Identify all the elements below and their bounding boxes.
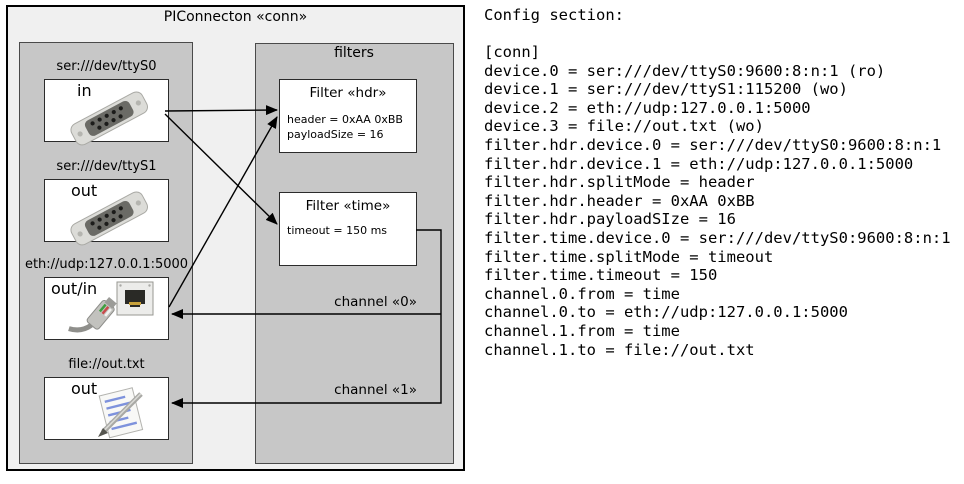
- serial-connector-icon: [70, 91, 148, 146]
- notepad-pen-icon: [98, 387, 144, 439]
- device-uri-label: eth://udp:127.0.0.1:5000: [24, 257, 189, 272]
- device-box-eth: out/in: [44, 277, 169, 340]
- device-port-label: out: [71, 181, 98, 200]
- device-port-label: in: [77, 81, 92, 100]
- device-box-file: out: [44, 377, 169, 440]
- filter-prop: header = 0xAA 0xBB: [287, 113, 403, 126]
- config-text: [conn] device.0 = ser:///dev/ttyS0:9600:…: [484, 43, 951, 359]
- device-box-ttyS0: in: [44, 79, 169, 146]
- channel-0-label: channel «0»: [334, 294, 417, 310]
- ethernet-jack-icon: [68, 281, 154, 333]
- component-title: PIConnecton «conn»: [163, 9, 308, 25]
- filter-prop: payloadSize = 16: [287, 128, 384, 141]
- channel-1-label: channel «1»: [334, 382, 417, 398]
- device-uri-label: file://out.txt: [68, 357, 145, 372]
- serial-connector-icon: [70, 191, 148, 246]
- device-port-label: out/in: [51, 279, 98, 298]
- device-box-ttyS1: out: [44, 179, 169, 246]
- filters-panel-label: filters: [334, 45, 374, 61]
- filter-title: Filter «hdr»: [309, 85, 387, 101]
- config-section-heading: Config section:: [484, 6, 624, 24]
- filter-box-time: Filter «time» timeout = 150 ms: [279, 192, 417, 266]
- device-port-label: out: [71, 379, 98, 398]
- filter-title: Filter «time»: [305, 198, 391, 214]
- filter-prop: timeout = 150 ms: [287, 224, 388, 237]
- device-uri-label: ser:///dev/ttyS0: [56, 59, 157, 74]
- filter-box-hdr: Filter «hdr» header = 0xAA 0xBB payloadS…: [279, 79, 417, 153]
- device-uri-label: ser:///dev/ttyS1: [56, 159, 157, 174]
